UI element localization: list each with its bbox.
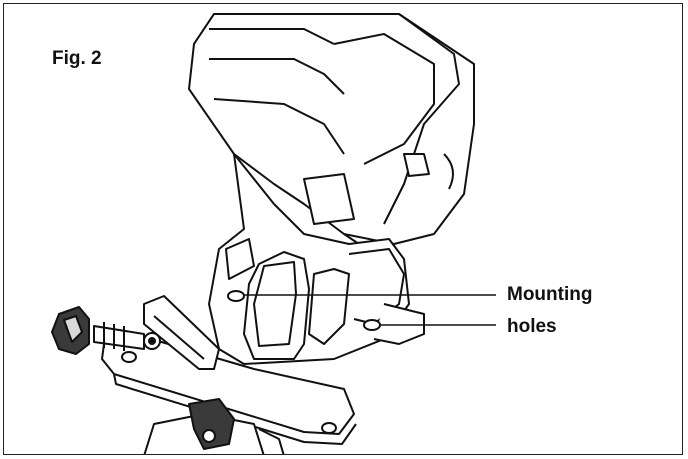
mounting-hole-2 bbox=[363, 319, 381, 331]
callout-holes: holes bbox=[507, 316, 557, 337]
wing-knob bbox=[143, 398, 285, 454]
figure-frame: Fig. 2 Mounting holes bbox=[3, 3, 683, 455]
sharpener-illustration bbox=[51, 13, 496, 454]
adjustment-knob bbox=[51, 306, 145, 355]
figure-label: Fig. 2 bbox=[52, 48, 102, 69]
callout-mounting: Mounting bbox=[507, 284, 593, 305]
motor-housing bbox=[188, 13, 475, 245]
mounting-hole-1 bbox=[227, 290, 245, 302]
main-body bbox=[208, 153, 425, 365]
